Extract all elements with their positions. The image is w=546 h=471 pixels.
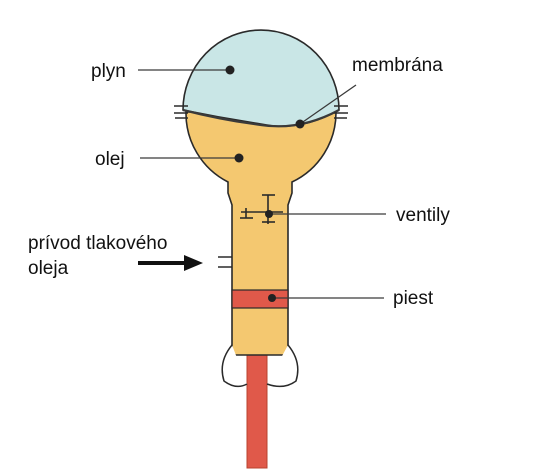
dot-membrane <box>295 119 305 129</box>
label-oil: olej <box>95 149 125 170</box>
oil-chamber <box>185 111 337 356</box>
piston <box>231 289 289 309</box>
label-gas: plyn <box>91 61 126 82</box>
inlet-arrow <box>138 255 203 271</box>
dot-valves <box>265 210 273 218</box>
flange-right <box>334 105 348 119</box>
inlet-port <box>218 256 232 268</box>
flange-left <box>174 105 188 119</box>
label-inlet-line1: prívod tlakového <box>28 233 167 254</box>
label-membrane: membrána <box>352 55 443 76</box>
label-piston: piest <box>393 288 434 309</box>
bottom-lip-left <box>221 344 248 388</box>
membrane-line <box>182 108 340 128</box>
label-inlet-line2: oleja <box>28 258 69 279</box>
valve-assembly <box>240 194 283 224</box>
leader-membrane <box>299 84 357 125</box>
dot-oil <box>234 153 244 163</box>
label-valves: ventily <box>396 205 450 226</box>
bottom-lip-right <box>266 344 299 388</box>
gas-chamber <box>182 29 340 127</box>
dot-piston <box>268 294 276 302</box>
dot-gas <box>225 65 235 75</box>
